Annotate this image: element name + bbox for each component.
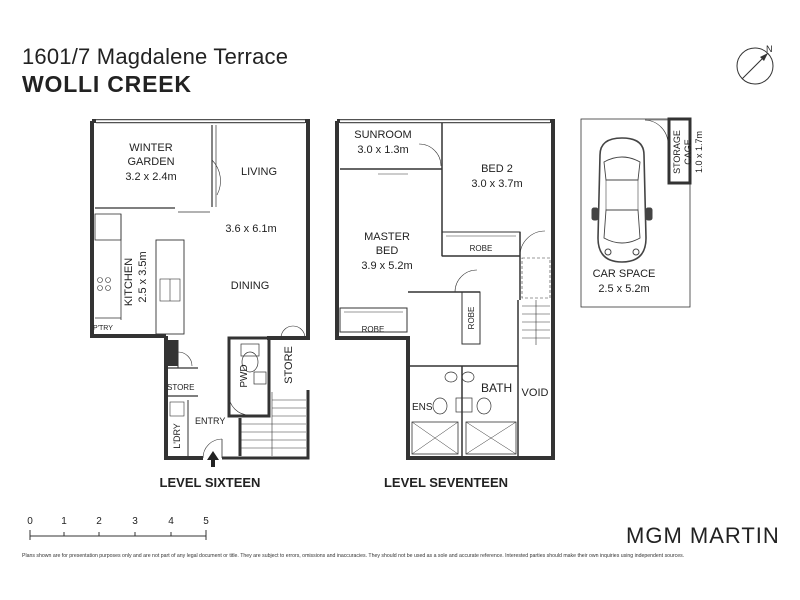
winter-garden-name-1: WINTER	[129, 142, 172, 154]
level-sixteen-plan	[90, 119, 310, 460]
laundry-label: L'DRY	[172, 423, 182, 449]
storage-cage-label-1: STORAGE	[672, 130, 682, 174]
car-icon	[591, 137, 653, 263]
bed2-robe-label: ROBE	[470, 244, 493, 253]
living-size: 3.6 x 6.1m	[225, 223, 276, 235]
entry-label: ENTRY	[195, 416, 225, 426]
level-seventeen-heading: LEVEL SEVENTEEN	[384, 475, 508, 490]
entry-arrow-icon	[207, 451, 219, 467]
master-name-1: MASTER	[364, 231, 410, 243]
level-sixteen-heading: LEVEL SIXTEEN	[160, 475, 261, 490]
dining-name: DINING	[231, 280, 270, 292]
disclaimer-text: Plans shown are for presentation purpose…	[22, 553, 685, 559]
car-space-plan	[580, 117, 692, 308]
ens-label: ENS	[412, 402, 433, 413]
scale-tick-5: 5	[203, 516, 209, 527]
suburb-title: WOLLI CREEK	[22, 71, 192, 97]
storage-cage-size: 1.0 x 1.7m	[694, 131, 704, 173]
level-seventeen-plan	[335, 119, 555, 460]
third-robe-label: ROBE	[467, 307, 476, 330]
kitchen-name: KITCHEN	[123, 258, 135, 306]
scale-tick-3: 3	[132, 516, 138, 527]
scale-tick-1: 1	[61, 516, 67, 527]
void-label: VOID	[522, 387, 549, 399]
store-small-label: STORE	[167, 383, 194, 392]
sunroom-size: 3.0 x 1.3m	[357, 144, 408, 156]
scale-tick-0: 0	[27, 516, 33, 527]
bath-label: BATH	[481, 381, 512, 395]
north-label: N	[766, 44, 773, 54]
pwd-label: PWD	[239, 364, 250, 387]
kitchen-size: 2.5 x 3.5m	[137, 251, 149, 302]
winter-garden-size: 3.2 x 2.4m	[125, 171, 176, 183]
compass-icon: N	[736, 44, 774, 85]
address-line: 1601/7 Magdalene Terrace	[22, 44, 289, 69]
living-name: LIVING	[241, 166, 277, 178]
scale-tick-4: 4	[168, 516, 174, 527]
scale-bar: 0 1 2 3 4 5	[27, 516, 209, 540]
car-space-name: CAR SPACE	[593, 268, 656, 280]
car-space-size: 2.5 x 5.2m	[598, 283, 649, 295]
brand-logo: MGM MARTIN	[626, 523, 780, 548]
pantry-label: P'TRY	[93, 325, 113, 332]
winter-garden-name-2: GARDEN	[127, 156, 174, 168]
scale-tick-2: 2	[96, 516, 102, 527]
bed2-name: BED 2	[481, 163, 513, 175]
master-robe-label: ROBE	[362, 325, 385, 334]
bed2-size: 3.0 x 3.7m	[471, 178, 522, 190]
master-name-2: BED	[376, 245, 399, 257]
sunroom-name: SUNROOM	[354, 129, 411, 141]
master-size: 3.9 x 5.2m	[361, 260, 412, 272]
storage-cage-label-2: CAGE	[683, 139, 693, 165]
store-label: STORE	[283, 346, 295, 384]
